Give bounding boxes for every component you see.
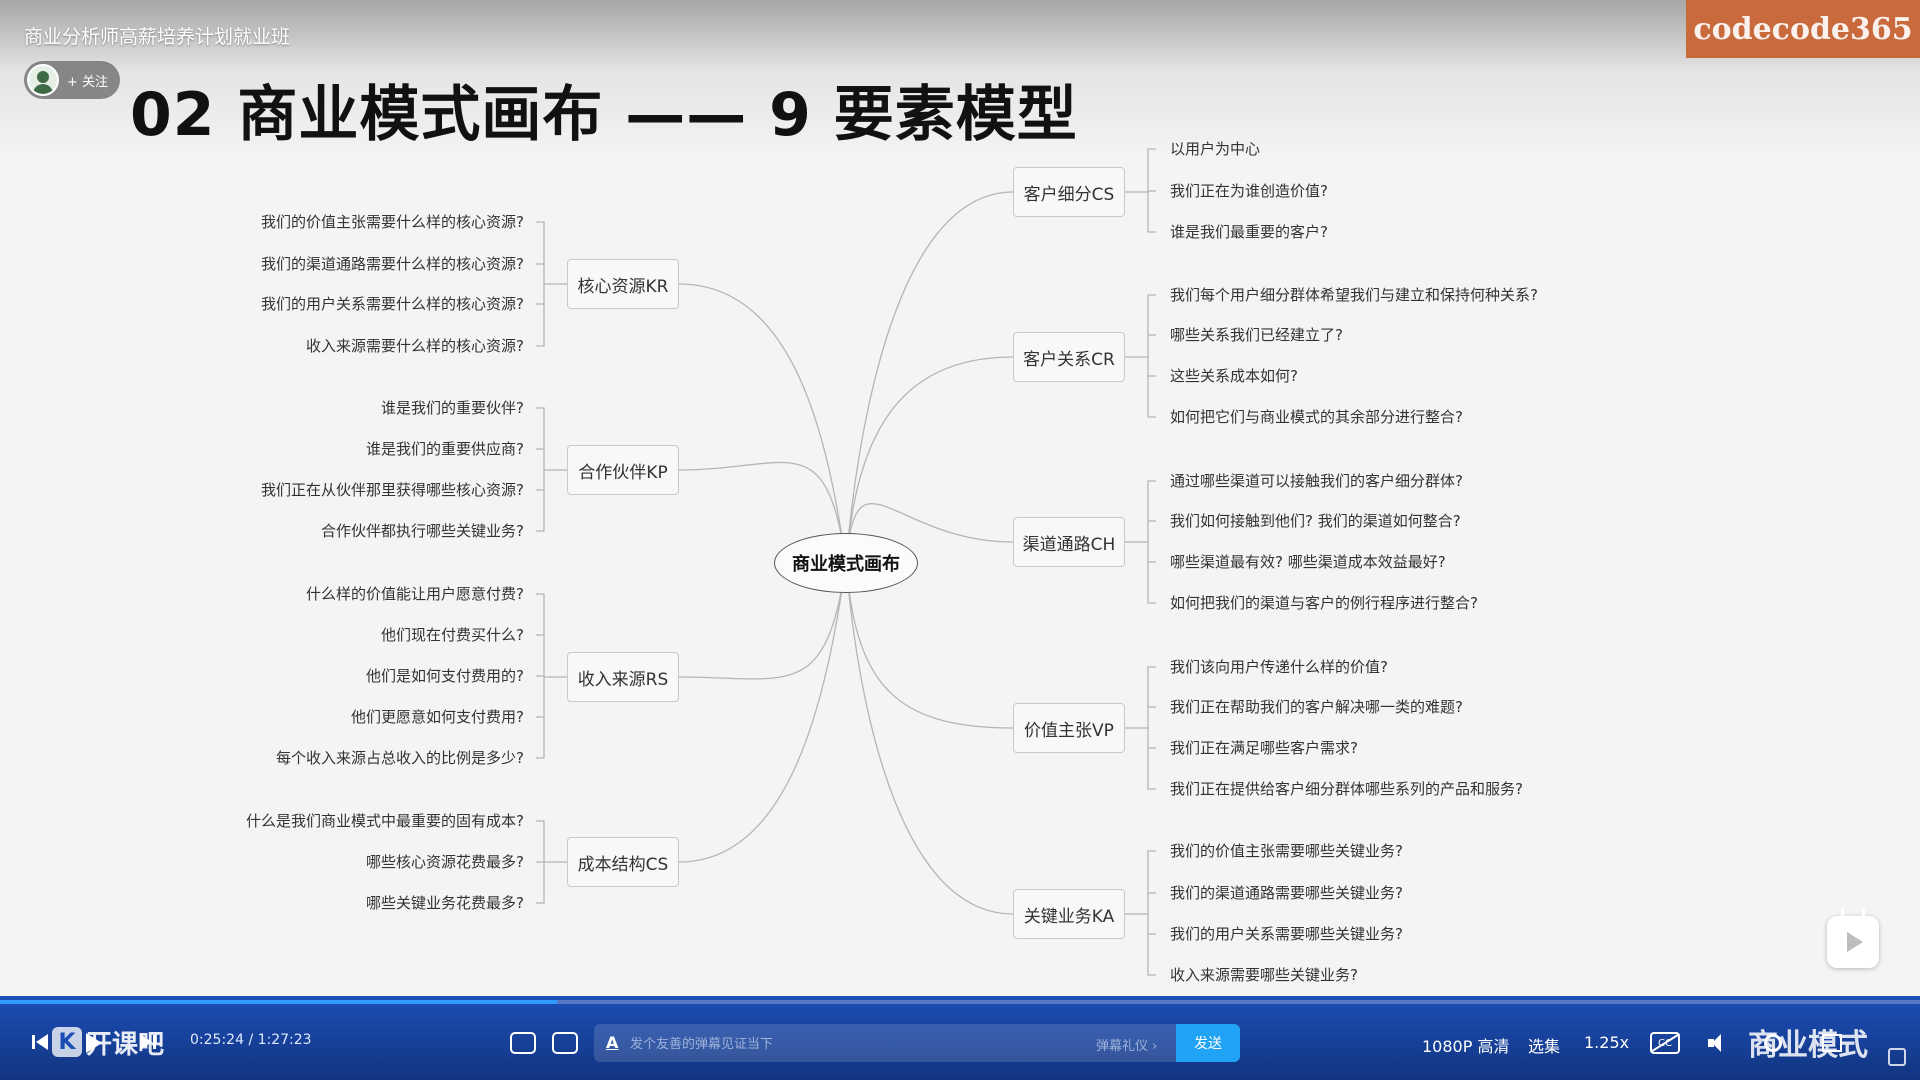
- slide-title: 02 商业模式画布 —— 9 要素模型: [130, 80, 1078, 150]
- mindmap-leaf-text: 收入来源需要什么样的核心资源?: [306, 337, 524, 355]
- danmaku-input-box: A 弹幕礼仪 ›: [594, 1024, 1240, 1062]
- follow-label: + 关注: [67, 74, 109, 90]
- subtitles-label: CC: [1658, 1037, 1672, 1049]
- connector-bracket: [1147, 480, 1156, 604]
- mindmap-leaf-text: 每个收入来源占总收入的比例是多少?: [276, 749, 524, 767]
- connector-center-left: [678, 283, 847, 564]
- mindmap-leaf-text: 什么样的价值能让用户愿意付费?: [306, 585, 524, 603]
- mindmap-leaf-text: 谁是我们的重要供应商?: [366, 440, 524, 458]
- connector-bracket: [536, 407, 545, 532]
- playback-time: 0:25:24 / 1:27:23: [190, 1032, 312, 1048]
- connector-center-right: [845, 562, 1014, 915]
- connector-center-left: [678, 562, 847, 863]
- connector-center-right: [845, 502, 1014, 564]
- time-separator: /: [248, 1032, 258, 1048]
- mindmap-leaf-text: 收入来源需要哪些关键业务?: [1170, 966, 1358, 984]
- mindmap-leaf-text: 我们该向用户传递什么样的价值?: [1170, 658, 1388, 676]
- connector-bracket: [536, 221, 545, 347]
- mindmap-leaf-text: 通过哪些渠道可以接触我们的客户细分群体?: [1170, 472, 1463, 490]
- mindmap-leaf-text: 这些关系成本如何?: [1170, 367, 1298, 385]
- mindmap-leaf-text: 我们的用户关系需要什么样的核心资源?: [261, 295, 524, 313]
- mindmap-leaf-text: 什么是我们商业模式中最重要的固有成本?: [246, 812, 524, 830]
- logo-mark: K: [52, 1027, 82, 1057]
- connector-center-right: [845, 356, 1014, 564]
- mindmap-leaf-text: 如何把它们与商业模式的其余部分进行整合?: [1170, 408, 1463, 426]
- mindmap-leaf-text: 我们的价值主张需要什么样的核心资源?: [261, 213, 524, 231]
- speed-selector[interactable]: 1.25x: [1584, 1033, 1630, 1052]
- mindmap-center-node: 商业模式画布: [774, 533, 918, 593]
- mindmap-leaf-text: 如何把我们的渠道与客户的例行程序进行整合?: [1170, 594, 1478, 612]
- progress-bar[interactable]: [0, 1000, 1920, 1004]
- mindmap-leaf-text: 他们现在付费买什么?: [381, 626, 524, 644]
- danmaku-etiquette-link[interactable]: 弹幕礼仪 ›: [1096, 1039, 1158, 1054]
- total-time: 1:27:23: [257, 1032, 312, 1048]
- mindmap-leaf-text: 我们的渠道通路需要哪些关键业务?: [1170, 884, 1403, 902]
- mindmap-leaf-text: 我们的价值主张需要哪些关键业务?: [1170, 842, 1403, 860]
- connector-bracket: [1147, 666, 1156, 790]
- connector-center-right: [845, 191, 1014, 564]
- next-icon[interactable]: [136, 1030, 160, 1054]
- mindmap-branch-node: 关键业务KA: [1013, 889, 1125, 939]
- mindmap-leaf-text: 我们正在满足哪些客户需求?: [1170, 739, 1358, 757]
- mindmap-leaf-text: 我们正在从伙伴那里获得哪些核心资源?: [261, 481, 524, 499]
- volume-icon[interactable]: [1708, 1033, 1732, 1053]
- progress-fill: [0, 1000, 557, 1004]
- mindmap-branch-node: 客户细分CS: [1013, 167, 1125, 217]
- mindmap-leaf-text: 哪些核心资源花费最多?: [366, 853, 524, 871]
- top-gradient-overlay: [0, 0, 1920, 160]
- mindmap-leaf-text: 我们的渠道通路需要什么样的核心资源?: [261, 255, 524, 273]
- mindmap-branch-node: 成本结构CS: [567, 837, 679, 887]
- send-button[interactable]: 发送: [1176, 1024, 1240, 1062]
- mindmap-leaf-text: 我们正在提供给客户细分群体哪些系列的产品和服务?: [1170, 780, 1523, 798]
- danmaku-settings-icon[interactable]: [552, 1032, 578, 1054]
- connector-center-left: [678, 562, 847, 680]
- mindmap-leaf-text: 谁是我们的重要伙伴?: [381, 399, 524, 417]
- follow-button[interactable]: + 关注: [24, 61, 120, 99]
- fullscreen-icon[interactable]: [1822, 1034, 1842, 1052]
- quality-selector[interactable]: 1080P 高清: [1422, 1037, 1510, 1056]
- mindmap-leaf-text: 哪些关系我们已经建立了?: [1170, 326, 1343, 344]
- watermark-logo: codecode365: [1686, 0, 1920, 58]
- mindmap-leaf-text: 哪些渠道最有效? 哪些渠道成本效益最好?: [1170, 553, 1446, 571]
- mindmap-leaf-text: 他们更愿意如何支付费用?: [351, 708, 524, 726]
- mindmap-branch-node: 客户关系CR: [1013, 332, 1125, 382]
- mindmap-leaf-text: 我们如何接触到他们? 我们的渠道如何整合?: [1170, 512, 1461, 530]
- play-icon[interactable]: [82, 1031, 106, 1055]
- danmaku-style-icon[interactable]: A: [606, 1033, 619, 1052]
- connector-bracket: [1147, 294, 1156, 418]
- mindmap-leaf-text: 我们每个用户细分群体希望我们与建立和保持何种关系?: [1170, 286, 1538, 304]
- danmaku-input[interactable]: [628, 1030, 1072, 1058]
- previous-icon[interactable]: [28, 1030, 52, 1054]
- mindmap-leaf-text: 我们正在帮助我们的客户解决哪一类的难题?: [1170, 698, 1463, 716]
- connector-center-left: [678, 461, 847, 564]
- mindmap-branch-node: 核心资源KR: [567, 259, 679, 309]
- uploader-avatar: [27, 64, 59, 96]
- subtitles-off-icon[interactable]: CC: [1650, 1032, 1680, 1054]
- mindmap-branch-node: 合作伙伴KP: [567, 445, 679, 495]
- mindmap-leaf-text: 谁是我们最重要的客户?: [1170, 223, 1328, 241]
- mindmap-leaf-text: 我们正在为谁创造价值?: [1170, 182, 1328, 200]
- episodes-button[interactable]: 选集: [1528, 1037, 1561, 1056]
- mindmap-branch-node: 渠道通路CH: [1013, 517, 1125, 567]
- mindmap-leaf-text: 他们是如何支付费用的?: [366, 667, 524, 685]
- settings-gear-icon[interactable]: [1764, 1034, 1782, 1052]
- connector-center-right: [845, 562, 1014, 729]
- mindmap-leaf-text: 我们的用户关系需要哪些关键业务?: [1170, 925, 1403, 943]
- danmaku-toggle-icon[interactable]: [510, 1032, 536, 1054]
- mindmap-leaf-text: 合作伙伴都执行哪些关键业务?: [321, 522, 524, 540]
- mindmap-branch-node: 价值主张VP: [1013, 703, 1125, 753]
- course-title: 商业分析师高薪培养计划就业班: [24, 26, 291, 48]
- mindmap-branch-node: 收入来源RS: [567, 652, 679, 702]
- mindmap-leaf-text: 哪些关键业务花费最多?: [366, 894, 524, 912]
- connector-bracket: [1147, 850, 1156, 976]
- mindmap-leaf-text: 以用户为中心: [1170, 140, 1261, 158]
- picture-in-picture-icon[interactable]: [1888, 1048, 1906, 1066]
- current-time: 0:25:24: [190, 1032, 244, 1048]
- floating-play-button[interactable]: [1827, 916, 1879, 968]
